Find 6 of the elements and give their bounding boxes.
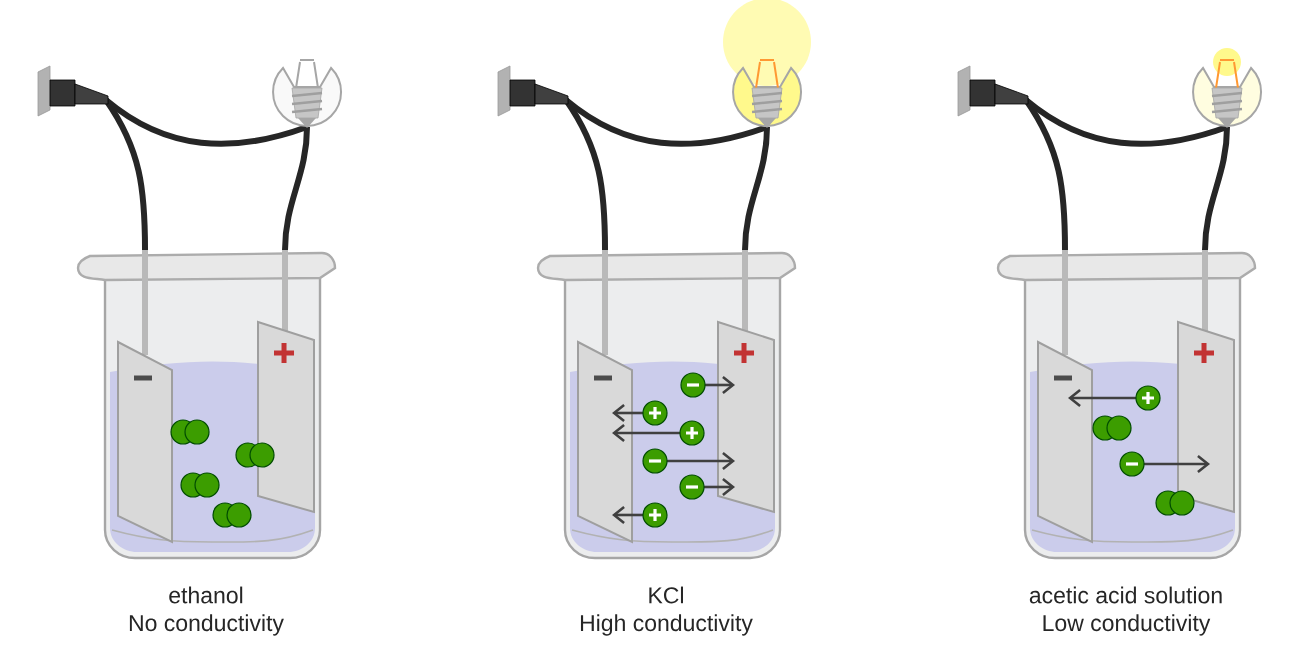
caption: No conductivity bbox=[129, 614, 284, 636]
caption: High conductivity bbox=[580, 614, 753, 636]
caption: ethanol bbox=[169, 586, 243, 604]
caption: Low conductivity bbox=[1043, 614, 1211, 636]
caption: acetic acid solution bbox=[1029, 586, 1222, 604]
caption: KCl bbox=[649, 586, 683, 604]
